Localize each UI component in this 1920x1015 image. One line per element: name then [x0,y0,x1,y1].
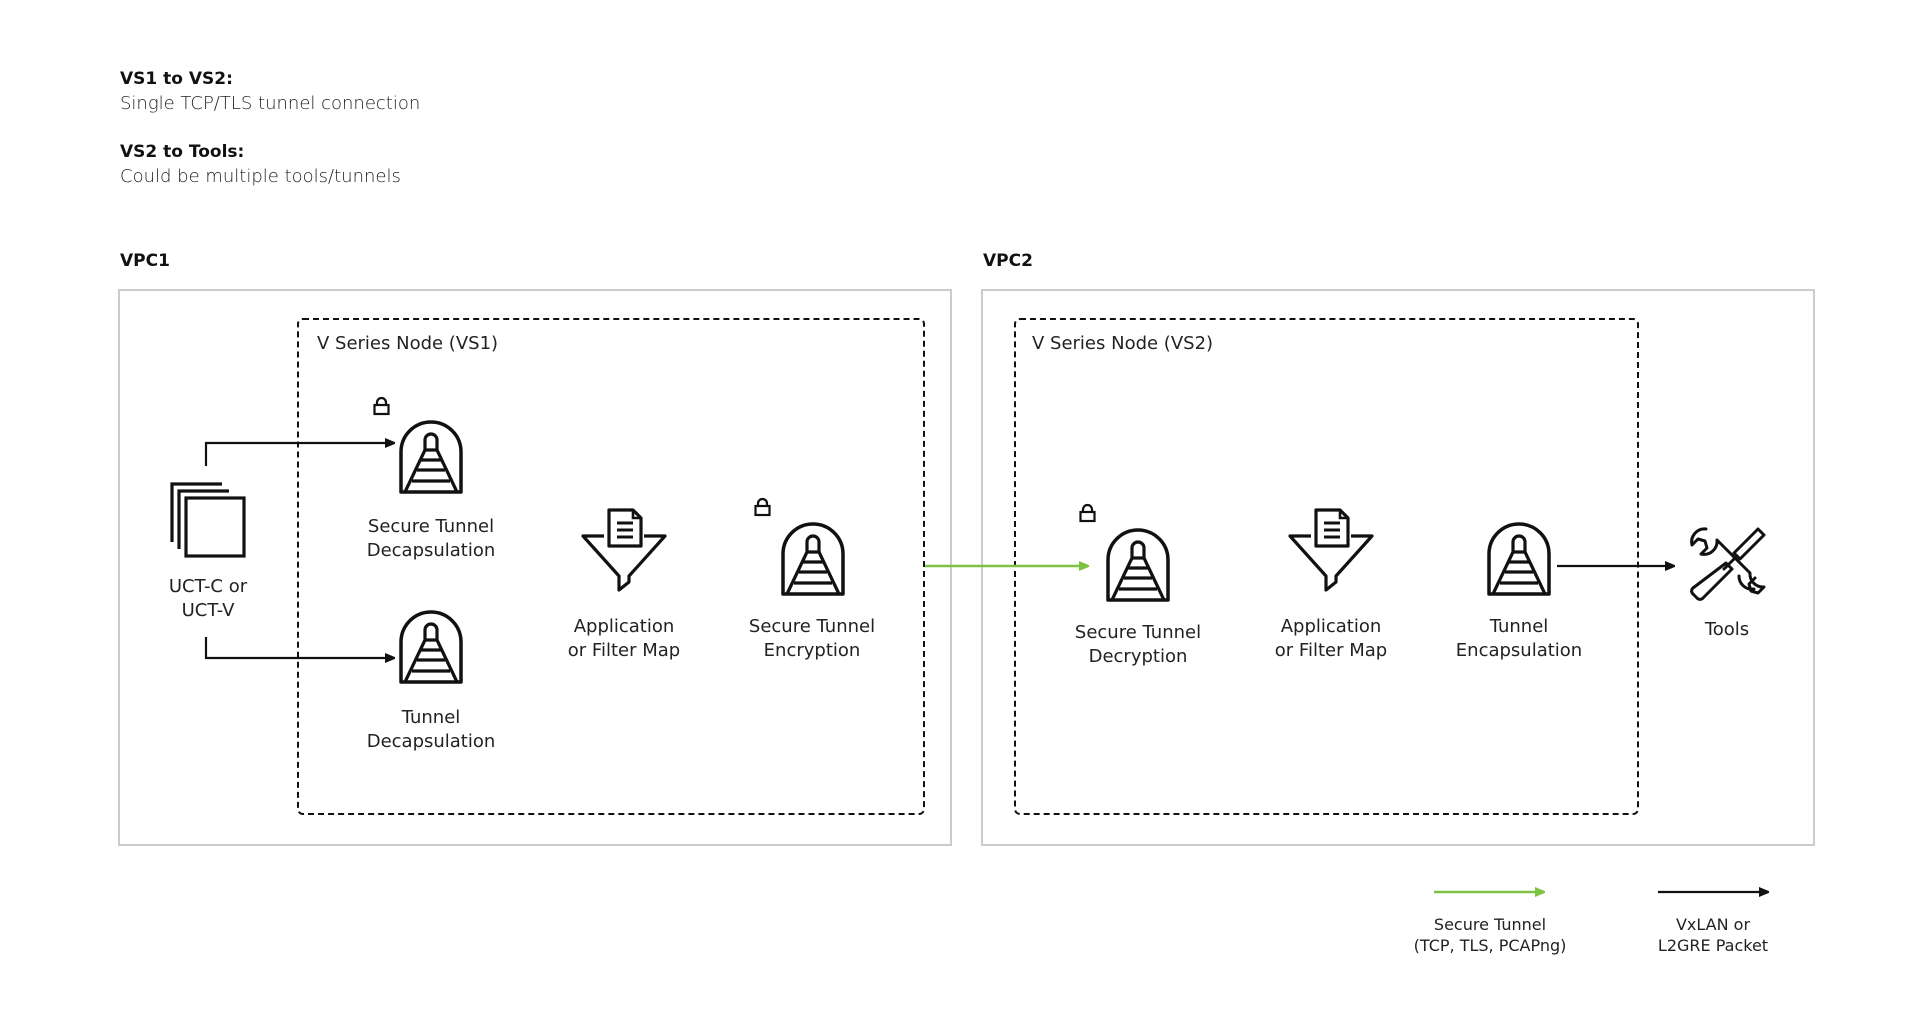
uct-caption-line1: UCT-C or [168,576,248,597]
legend-line: VxLAN or [1675,915,1751,934]
tunnel-encapsulation-caption: Tunnel Encapsulation [1456,615,1582,663]
caption-line: Tunnel [1489,616,1549,637]
caption-line: Secure Tunnel [367,516,495,537]
caption-line: Tunnel [401,707,461,728]
secure-tunnel-decap-caption: Secure Tunnel Decapsulation [367,515,496,563]
caption-line: or Filter Map [1274,640,1388,661]
uct-caption-line2: UCT-V [181,600,235,621]
secure-tunnel-decryption-icon [1106,528,1170,602]
secure-tunnel-encryption-caption: Secure Tunnel Encryption [749,615,875,663]
legend-line: L2GRE Packet [1657,936,1769,955]
tunnel-decap-icon [399,610,463,684]
vpc2-box [981,289,1815,846]
legend-secure-tunnel: Secure Tunnel (TCP, TLS, PCAPng) [1414,914,1567,956]
note-title-vs2-tools: VS2 to Tools: [120,142,245,162]
vpc1-label: VPC1 [120,251,170,271]
caption-line: or Filter Map [567,640,681,661]
note-body-vs1-vs2: Single TCP/TLS tunnel connection [120,93,421,114]
caption-line: Decryption [1088,646,1188,667]
tools-icon [1690,527,1766,601]
tools-caption: Tools [1705,618,1749,642]
caption-line: Decapsulation [366,731,496,752]
vs1-node-box [297,318,925,815]
lock-icon [1079,503,1096,523]
filter-map-caption-vs1: Application or Filter Map [568,615,680,663]
filter-map-caption-vs2: Application or Filter Map [1275,615,1387,663]
secure-tunnel-decryption-caption: Secure Tunnel Decryption [1075,621,1201,669]
secure-tunnel-encryption-icon [781,522,845,596]
uct-caption: UCT-C or UCT-V [169,575,247,623]
caption-line: Tools [1704,619,1750,640]
filter-funnel-icon [581,508,667,592]
arrow-uct-to-secure-decap [204,443,394,466]
caption-line: Decapsulation [366,540,496,561]
caption-line: Application [573,616,675,637]
arrow-uct-to-tunnel-decap [204,637,394,658]
note-title-vs1-vs2: VS1 to VS2: [120,69,233,89]
caption-line: Encryption [763,640,861,661]
caption-line: Application [1280,616,1382,637]
legend-line: (TCP, TLS, PCAPng) [1413,936,1567,955]
lock-icon [754,497,771,517]
lock-icon [373,396,390,416]
legend-line: Secure Tunnel [1433,915,1547,934]
caption-line: Secure Tunnel [1074,622,1202,643]
vpc1-box [118,289,952,846]
vpc2-label: VPC2 [983,251,1033,271]
tunnel-encapsulation-icon [1487,522,1551,596]
vs1-node-label: V Series Node (VS1) [317,333,499,354]
tunnel-decap-caption: Tunnel Decapsulation [367,706,496,754]
note-body-vs2-tools: Could be multiple tools/tunnels [120,166,401,187]
caption-line: Secure Tunnel [748,616,876,637]
secure-tunnel-decap-icon [399,420,463,494]
filter-funnel-icon [1288,508,1374,592]
legend-packet: VxLAN or L2GRE Packet [1658,914,1768,956]
caption-line: Encapsulation [1455,640,1583,661]
stacked-windows-icon [170,482,246,558]
vs2-node-label: V Series Node (VS2) [1032,333,1214,354]
